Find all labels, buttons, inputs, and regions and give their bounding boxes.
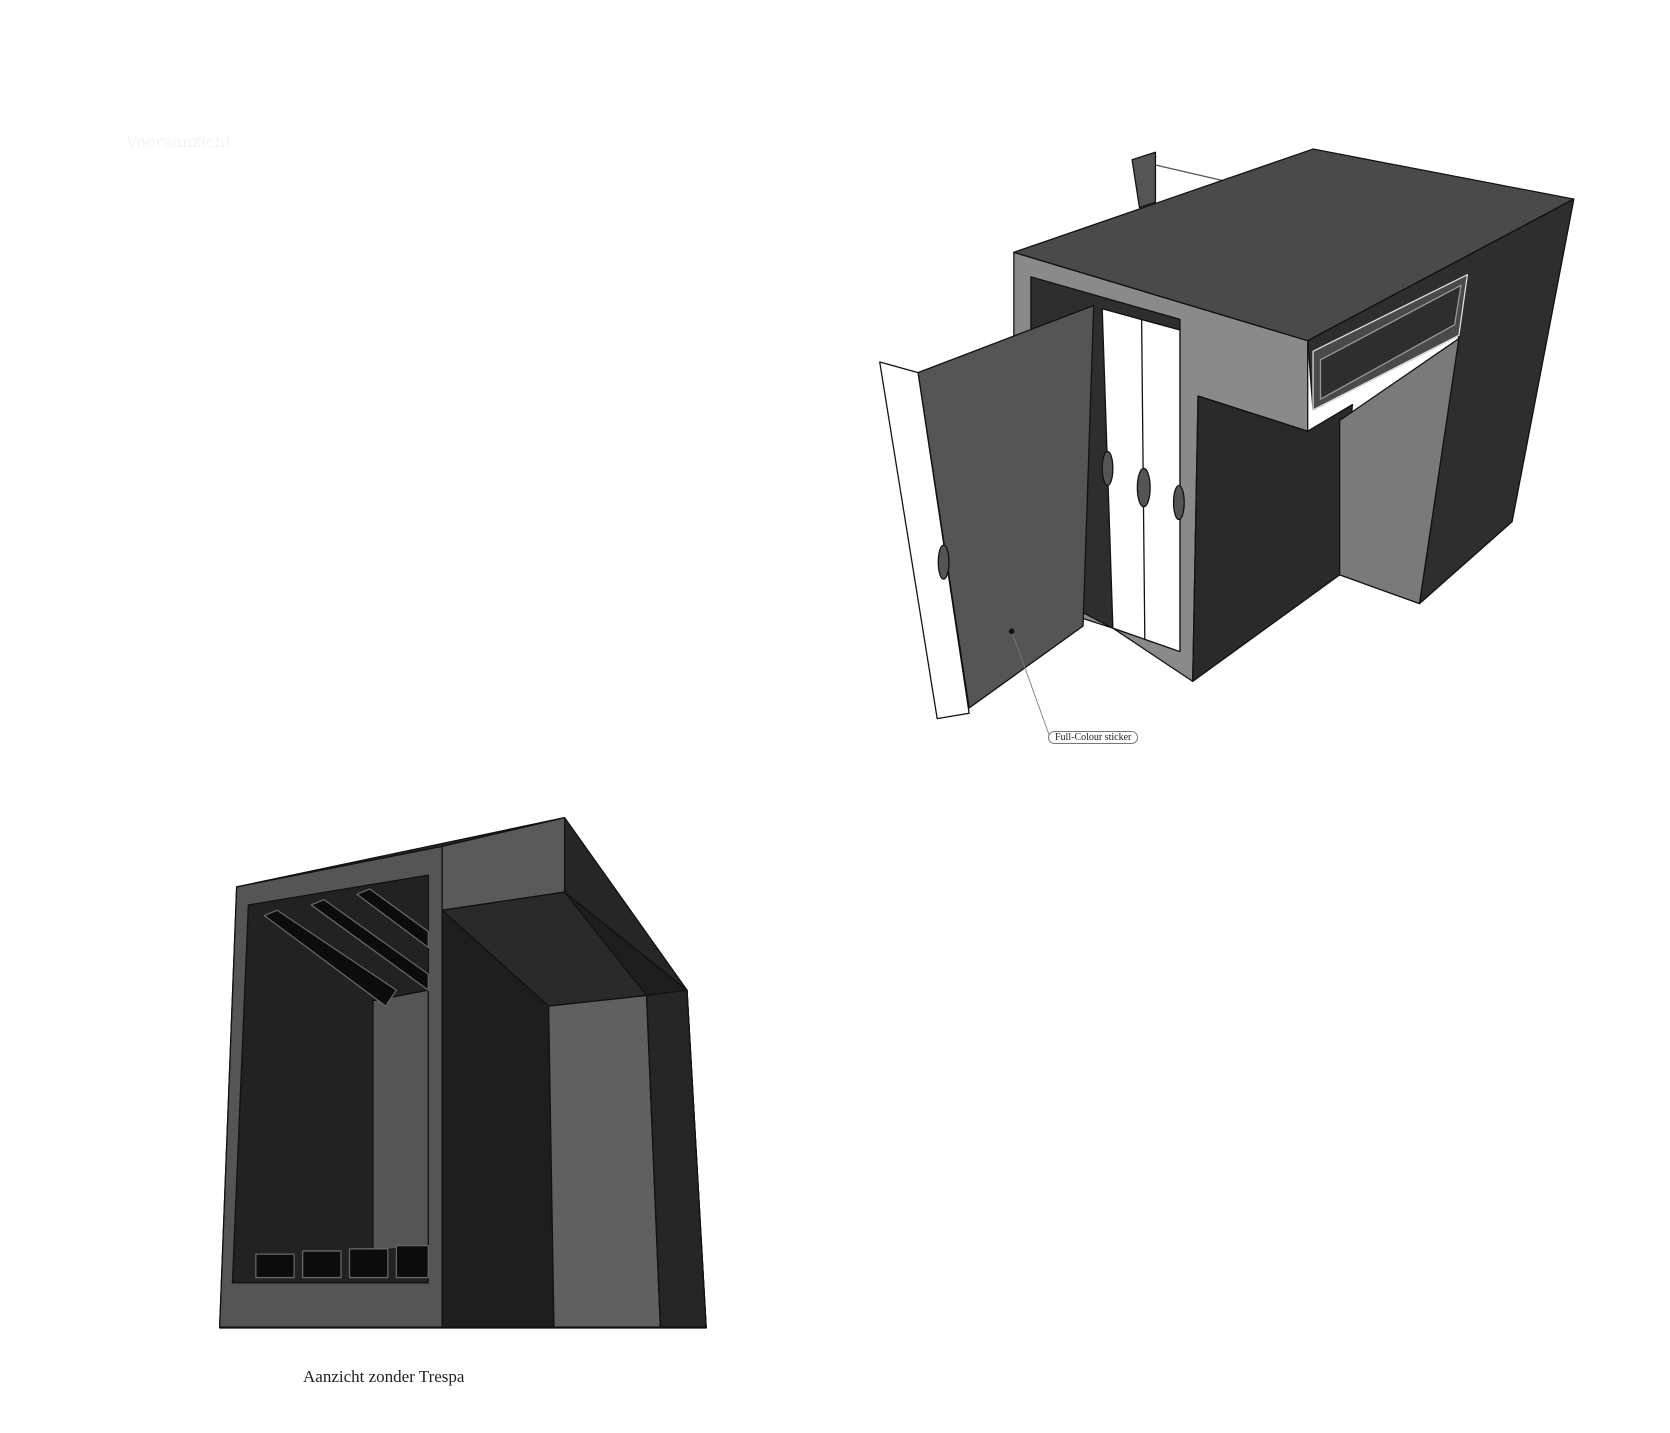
door-handle bbox=[937, 544, 950, 580]
lower-dark-face bbox=[1192, 395, 1354, 683]
rails bbox=[255, 888, 429, 1279]
front-view-title: Vooraanzicht bbox=[126, 132, 232, 151]
cabinet-iso-view bbox=[879, 148, 1575, 735]
inner-light-panel bbox=[1338, 337, 1460, 605]
view-caption: Aanzicht zonder Trespa bbox=[303, 1367, 465, 1386]
open-door-edge bbox=[879, 361, 970, 720]
door-handle bbox=[1172, 484, 1185, 521]
full-colour-sticker-callout: Full-Colour sticker bbox=[1048, 731, 1139, 744]
callout-leader bbox=[1011, 631, 1050, 735]
back-panel bbox=[1131, 151, 1157, 209]
left-inner-back bbox=[372, 989, 429, 1252]
cabinet-view-without-trespa bbox=[219, 817, 707, 1329]
inner-light-panel bbox=[547, 994, 662, 1329]
shelf-inner bbox=[1319, 284, 1462, 400]
door-handle bbox=[1101, 450, 1114, 487]
door-handle bbox=[1136, 467, 1151, 508]
